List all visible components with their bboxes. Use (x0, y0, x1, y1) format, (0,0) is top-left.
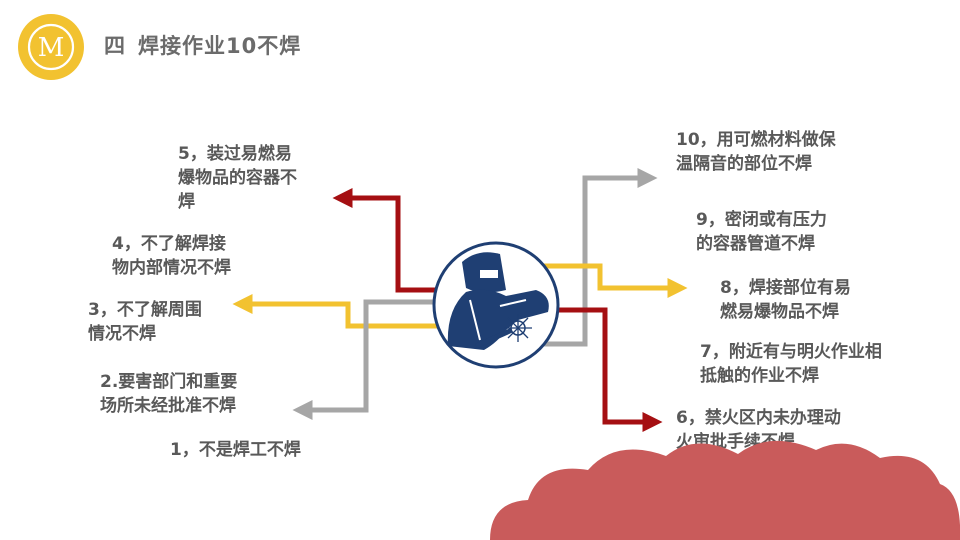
rule-10: 10，用可燃材料做保 温隔音的部位不焊 (676, 128, 836, 176)
arrow-yellow-left (250, 304, 448, 326)
arrow-gray-left (310, 302, 450, 410)
rule-3: 3，不了解周围 情况不焊 (88, 298, 202, 346)
rule-5: 5，装过易燃易 爆物品的容器不 焊 (178, 142, 297, 214)
arrow-red-right (545, 310, 645, 422)
rule-7: 7，附近有与明火作业相 抵触的作业不焊 (700, 340, 882, 388)
rule-2: 2.要害部门和重要 场所未经批准不焊 (100, 370, 237, 418)
cloud-decoration (470, 440, 960, 540)
rule-4: 4，不了解焊接 物内部情况不焊 (112, 232, 231, 280)
rule-9: 9，密闭或有压力 的容器管道不焊 (696, 208, 827, 256)
rule-1: 1，不是焊工不焊 (170, 438, 301, 462)
rule-8: 8，焊接部位有易 燃易爆物品不焊 (720, 276, 851, 324)
welder-icon (434, 243, 558, 367)
